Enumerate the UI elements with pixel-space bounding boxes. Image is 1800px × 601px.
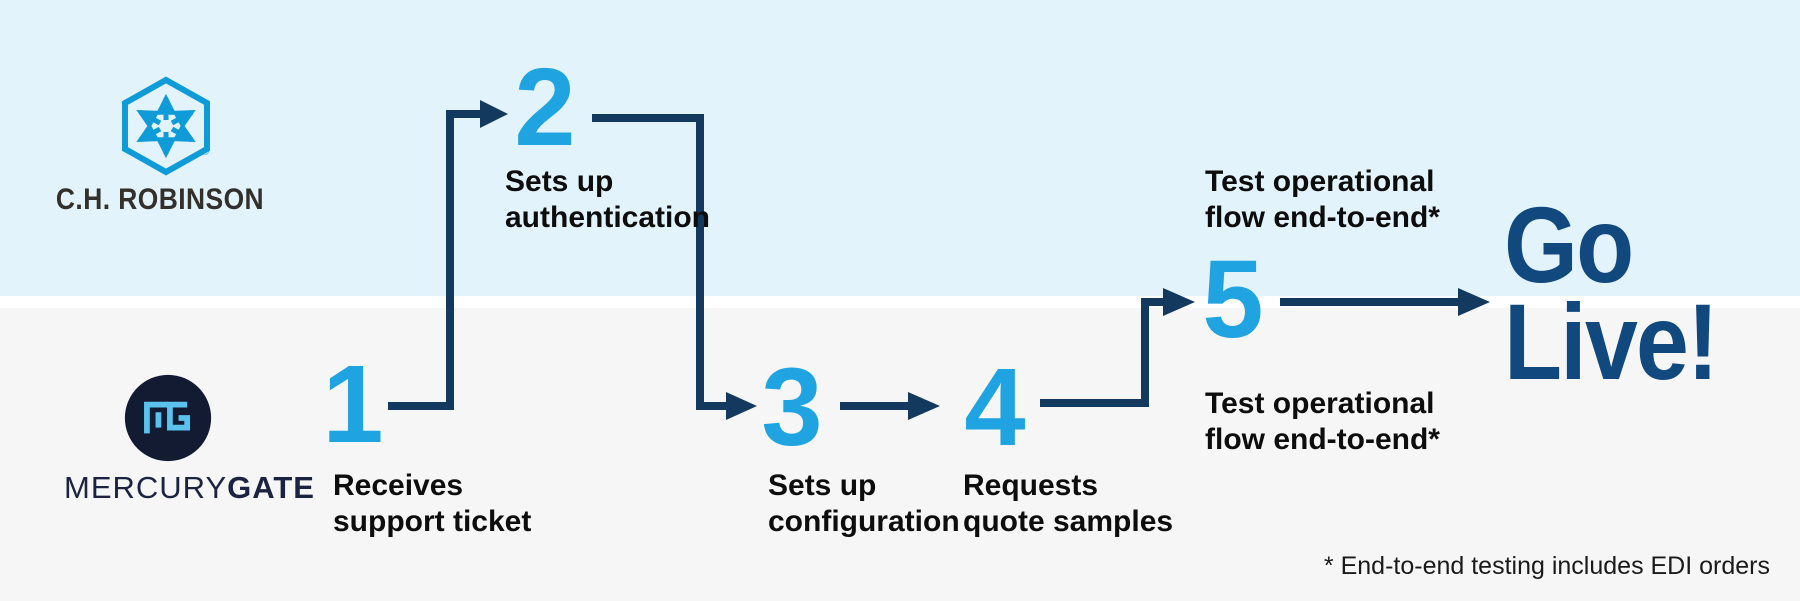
step-1-label-line2: support ticket — [333, 505, 532, 538]
step-1-label-line1: Receives — [333, 469, 464, 502]
go-live-line1: Go — [1504, 184, 1634, 305]
mercurygate-wordmark-gate: GATE — [227, 470, 315, 505]
go-live-line2: Live! — [1504, 281, 1719, 402]
arrowhead-golive — [1458, 288, 1490, 316]
mercurygate-wordmark: MERCURYGATE — [64, 470, 315, 506]
mercurygate-wordmark-mercury: MERCURY — [64, 470, 228, 505]
lane-mercurygate — [0, 308, 1800, 601]
arrowhead-step2 — [480, 100, 508, 128]
connector-step1-step2 — [388, 110, 482, 410]
step-5-label-bottom: Test operational flow end-to-end* — [1205, 386, 1440, 458]
step-2-label-line2: authentication — [505, 201, 711, 234]
chrobinson-hexagon-logo-icon — [122, 76, 210, 176]
step-2-label-line1: Sets up — [505, 165, 614, 198]
arrowhead-step3 — [726, 392, 757, 420]
go-live-text: Go Live! — [1504, 184, 1719, 402]
step-5-label-bottom-line1: Test operational — [1205, 387, 1435, 420]
step-2-number: 2 — [514, 46, 576, 169]
step-4-label-line1: Requests — [963, 469, 1099, 502]
arrowhead-step4 — [908, 392, 940, 420]
step-5-label-top: Test operational flow end-to-end* — [1205, 164, 1440, 236]
step-4-label-line2: quote samples — [963, 505, 1174, 538]
registered-mark: ® — [201, 146, 210, 158]
connector-step4-step5 — [1040, 298, 1163, 407]
arrowhead-step5 — [1163, 288, 1195, 316]
step-1-label: Receives support ticket — [333, 468, 531, 540]
step-5-label-top-line1: Test operational — [1205, 165, 1435, 198]
chrobinson-wordmark: C.H. ROBINSON — [55, 183, 265, 216]
step-5-label-top-line2: flow end-to-end* — [1205, 201, 1440, 234]
step-3-label-line1: Sets up — [768, 469, 877, 502]
step-5-label-bottom-line2: flow end-to-end* — [1205, 423, 1440, 456]
connector-step2-step3 — [592, 114, 728, 410]
step-3-label-line2: configuration — [768, 505, 960, 538]
mercurygate-mg-logo-icon — [124, 374, 212, 462]
step-4-number: 4 — [964, 346, 1026, 469]
lane-chrobinson — [0, 0, 1800, 296]
step-5-number: 5 — [1202, 238, 1264, 361]
step-3-label: Sets up configuration — [768, 468, 960, 540]
footnote: * End-to-end testing includes EDI orders — [1323, 552, 1770, 580]
step-3-number: 3 — [761, 346, 823, 469]
step-2-label: Sets up authentication — [505, 164, 710, 236]
step-1-number: 1 — [322, 343, 384, 466]
step-4-label: Requests quote samples — [963, 468, 1173, 540]
